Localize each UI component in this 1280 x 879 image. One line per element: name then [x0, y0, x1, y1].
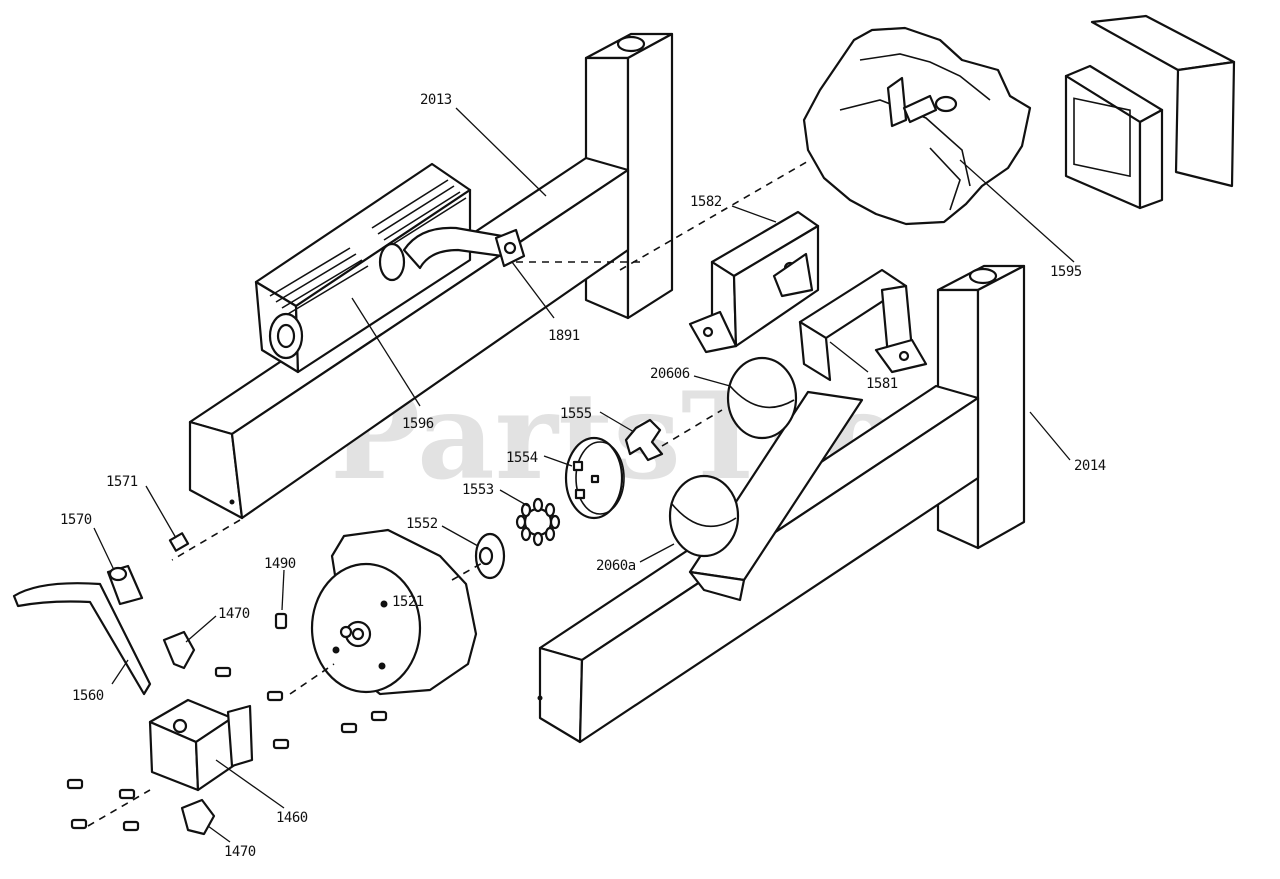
- switch-1470-lower: [180, 798, 216, 836]
- bushing-1570: [106, 564, 144, 606]
- hub-1552: [474, 532, 506, 580]
- label-1560: 1560: [72, 688, 104, 704]
- label-1595: 1595: [1050, 264, 1082, 280]
- clip-1555: [624, 418, 664, 462]
- engine-1595: [802, 26, 1032, 226]
- part-labels: 2013 1582 1595 1891 1596 20606 1581 1555…: [60, 92, 1106, 860]
- label-1571: 1571: [106, 474, 138, 490]
- label-1581: 1581: [866, 376, 898, 392]
- label-1470-lower: 1470: [224, 844, 256, 860]
- label-1582: 1582: [690, 194, 722, 210]
- label-1460: 1460: [276, 810, 308, 826]
- label-20606: 20606: [650, 366, 690, 382]
- bracket-1582: [688, 210, 820, 354]
- label-1555: 1555: [560, 406, 592, 422]
- frame-rail-2014: [537, 264, 1026, 744]
- cylinder-20606: [726, 356, 798, 440]
- label-2014: 2014: [1074, 458, 1106, 474]
- muffler-1596: [254, 162, 504, 374]
- spider-1553: [515, 497, 561, 547]
- label-2013: 2013: [420, 92, 452, 108]
- bracket-1581: [798, 268, 928, 382]
- label-1570: 1570: [60, 512, 92, 528]
- cylinder-2060a: [668, 474, 740, 558]
- bolts: [66, 612, 388, 832]
- label-1596: 1596: [402, 416, 434, 432]
- label-1553: 1553: [462, 482, 494, 498]
- switch-1470-upper: [162, 630, 196, 670]
- hub-1554: [564, 436, 625, 520]
- label-1554: 1554: [506, 450, 538, 466]
- fitting-1571: [168, 532, 190, 552]
- label-1470-upper: 1470: [218, 606, 250, 622]
- label-1490: 1490: [264, 556, 296, 572]
- pump-1521: [310, 528, 478, 696]
- handle-1560: [12, 582, 152, 696]
- gearbox-1460: [148, 698, 254, 792]
- label-2060a: 2060a: [596, 558, 636, 574]
- label-1521: 1521: [392, 594, 424, 610]
- label-1891: 1891: [548, 328, 580, 344]
- label-1552: 1552: [406, 516, 438, 532]
- leader-lines: [93, 107, 1075, 843]
- assembly-lines: [87, 159, 811, 827]
- control-console: [1064, 14, 1236, 210]
- gasket-1891: [494, 228, 526, 268]
